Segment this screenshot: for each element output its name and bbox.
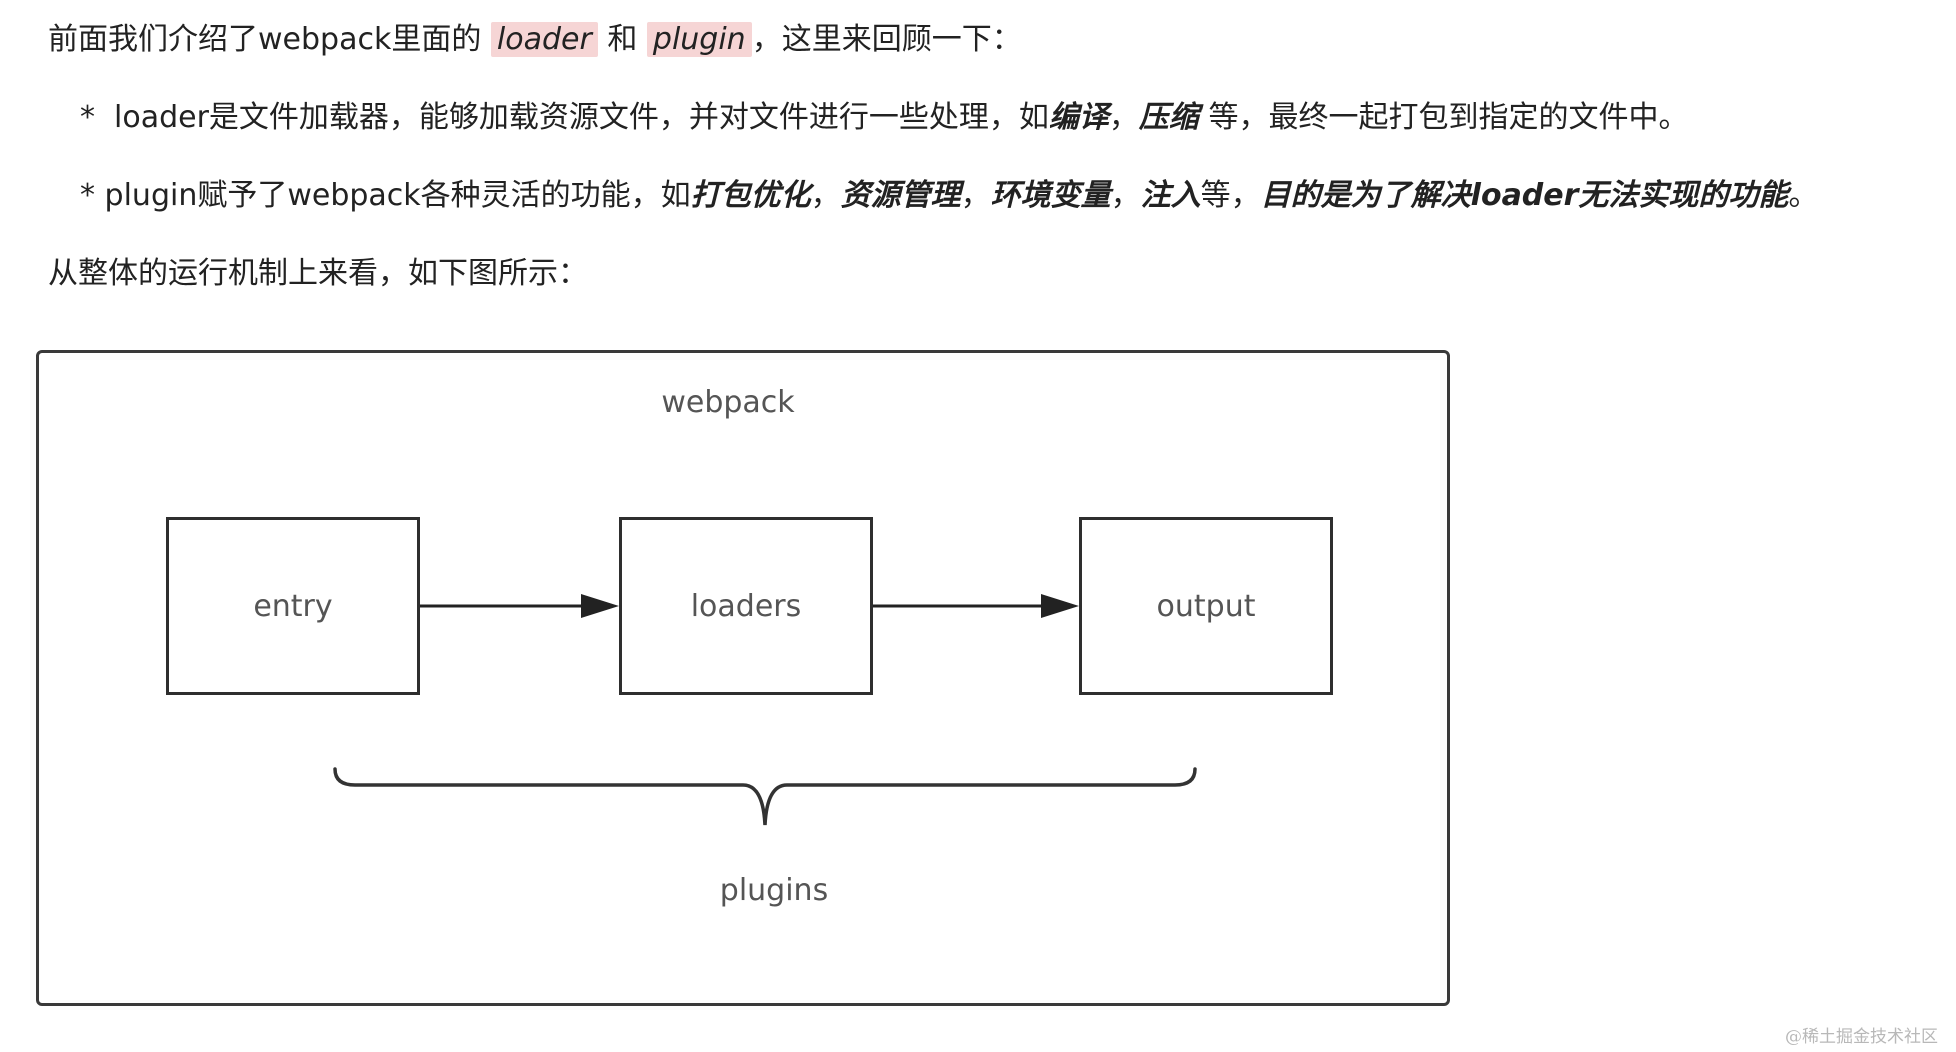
bold-text: 注入 bbox=[1140, 178, 1201, 213]
intro-paragraph: 前面我们介绍了webpack里面的 loader 和 plugin，这里来回顾一… bbox=[48, 18, 1022, 62]
intro-and: 和 bbox=[607, 22, 638, 57]
separator: ， bbox=[810, 178, 841, 213]
separator: ， bbox=[1110, 178, 1141, 213]
separator: ， bbox=[960, 178, 991, 213]
loaders-node: loaders bbox=[619, 517, 873, 695]
plugins-brace bbox=[333, 767, 1197, 826]
inline-code-loader: loader bbox=[490, 22, 598, 57]
arrow-entry-to-loaders bbox=[420, 594, 619, 618]
diagram-title: webpack bbox=[661, 385, 795, 420]
bullet-loader: * loader是文件加载器，能够加载资源文件，并对文件进行一些处理，如编译，压缩… bbox=[80, 96, 1688, 140]
bullet-marker: * bbox=[80, 178, 95, 213]
bold-text: 打包优化 bbox=[690, 178, 811, 213]
intro-suffix: ，这里来回顾一下： bbox=[751, 22, 1022, 57]
bullet-text: loader是文件加载器，能够加载资源文件，并对文件进行一些处理，如 bbox=[114, 100, 1049, 135]
bold-text: 编译 bbox=[1048, 100, 1109, 135]
bold-text: 环境变量 bbox=[990, 178, 1111, 213]
entry-node: entry bbox=[166, 517, 420, 695]
watermark: @稀土掘金技术社区 bbox=[1785, 1027, 1938, 1047]
entry-label: entry bbox=[253, 588, 333, 624]
arrow-loaders-to-output bbox=[873, 594, 1079, 618]
plugins-label: plugins bbox=[719, 873, 829, 908]
intro-prefix: 前面我们介绍了webpack里面的 bbox=[48, 22, 482, 57]
inline-code-plugin: plugin bbox=[646, 22, 752, 57]
bullet-marker: * bbox=[80, 100, 95, 135]
bullet-text: plugin赋予了webpack各种灵活的功能，如 bbox=[104, 178, 691, 213]
bullet-end: 。 bbox=[1788, 178, 1819, 213]
output-node: output bbox=[1079, 517, 1333, 695]
separator: ， bbox=[1108, 100, 1139, 135]
bold-text: 目的是为了解决loader无法实现的功能 bbox=[1260, 178, 1789, 213]
diagram-connectors bbox=[333, 594, 1197, 826]
bullet-plugin: * plugin赋予了webpack各种灵活的功能，如打包优化，资源管理，环境变… bbox=[80, 174, 1818, 218]
summary-paragraph: 从整体的运行机制上来看，如下图所示： bbox=[48, 256, 588, 291]
bold-text: 压缩 bbox=[1138, 100, 1199, 135]
webpack-diagram: webpack entry loaders output plugins bbox=[36, 350, 1450, 1006]
output-label: output bbox=[1156, 588, 1256, 624]
bold-text: 资源管理 bbox=[840, 178, 961, 213]
loaders-label: loaders bbox=[690, 588, 802, 624]
bullet-text: 等，最终一起打包到指定的文件中。 bbox=[1198, 100, 1689, 135]
bullet-text: 等， bbox=[1200, 178, 1261, 213]
